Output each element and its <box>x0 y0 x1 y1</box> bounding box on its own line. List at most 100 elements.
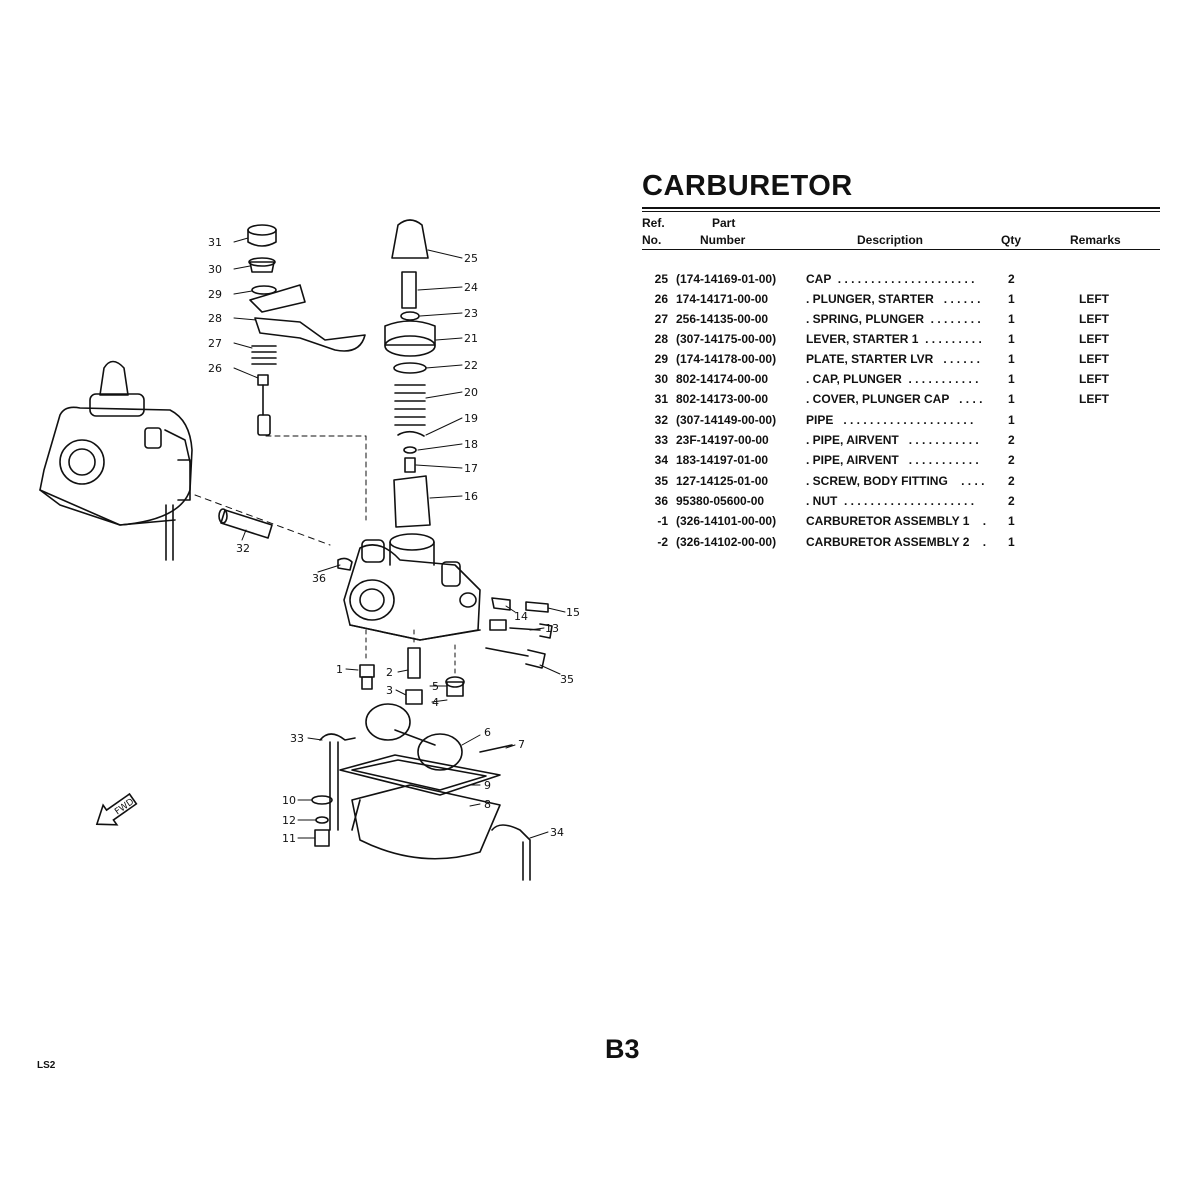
callout-21: 21 <box>464 332 478 345</box>
callout-18: 18 <box>464 438 478 451</box>
callout-5: 5 <box>432 680 439 693</box>
callout-26: 26 <box>208 362 222 375</box>
part-number: 256-14135-00-00 <box>676 312 769 326</box>
ref-no: 31 <box>654 392 668 406</box>
ref-no: 36 <box>654 494 668 508</box>
header-description: Description <box>857 233 924 247</box>
table-row: 36 95380-05600-00 . NUT . . . . . . . . … <box>642 494 1160 514</box>
description: PLATE, STARTER LVR . . . . . . <box>806 352 981 366</box>
part-number: 183-14197-01-00 <box>676 453 769 467</box>
callout-33: 33 <box>290 732 304 745</box>
description: . COVER, PLUNGER CAP . . . . <box>806 392 983 406</box>
ref-no: 27 <box>654 312 668 326</box>
qty: 1 <box>1008 312 1015 326</box>
callout-22: 22 <box>464 359 478 372</box>
qty: 2 <box>1008 433 1015 447</box>
ref-no: 34 <box>654 453 668 467</box>
ref-no: 32 <box>654 413 668 427</box>
qty: 1 <box>1008 332 1015 346</box>
callout-11: 11 <box>282 832 296 845</box>
part-number: 802-14174-00-00 <box>676 372 769 386</box>
ref-no: -2 <box>657 535 668 549</box>
title-rule <box>642 207 1160 209</box>
qty: 1 <box>1008 352 1015 366</box>
callout-34: 34 <box>550 826 564 839</box>
table-row: 31 802-14173-00-00 . COVER, PLUNGER CAP … <box>642 392 1160 412</box>
throttle-slide-parts <box>384 219 436 528</box>
callout-7: 7 <box>518 738 525 751</box>
table-row: 34 183-14197-01-00 . PIPE, AIRVENT . . .… <box>642 453 1160 473</box>
header-qty: Qty <box>1001 233 1022 247</box>
remarks: LEFT <box>1079 312 1109 326</box>
part-number: (174-14178-00-00) <box>676 352 777 366</box>
table-row: 35 127-14125-01-00 . SCREW, BODY FITTING… <box>642 474 1160 494</box>
qty: 2 <box>1008 272 1015 286</box>
page-title: CARBURETOR <box>642 170 853 202</box>
callout-15: 15 <box>566 606 580 619</box>
qty: 1 <box>1008 413 1015 427</box>
table-row: 25 (174-14169-01-00) CAP . . . . . . . .… <box>642 272 1160 292</box>
description: . PLUNGER, STARTER . . . . . . <box>806 292 981 306</box>
ref-no: 26 <box>654 292 668 306</box>
remarks: LEFT <box>1079 352 1109 366</box>
ref-no: 30 <box>654 372 668 386</box>
qty: 2 <box>1008 494 1015 508</box>
remarks: LEFT <box>1079 332 1109 346</box>
callout-12: 12 <box>282 814 296 827</box>
callout-36: 36 <box>312 572 326 585</box>
part-number: 802-14173-00-00 <box>676 392 769 406</box>
description: CAP . . . . . . . . . . . . . . . . . . … <box>806 272 975 286</box>
header-rule <box>642 249 1160 250</box>
float-bowl-drawing <box>311 703 531 881</box>
table-row: 26 174-14171-00-00 . PLUNGER, STARTER . … <box>642 292 1160 312</box>
header-ref-line1: Ref. <box>642 216 665 230</box>
callout-29: 29 <box>208 288 222 301</box>
table-row: 29 (174-14178-00-00) PLATE, STARTER LVR … <box>642 352 1160 372</box>
ref-no: 33 <box>654 433 668 447</box>
callout-25: 25 <box>464 252 478 265</box>
callout-13: 13 <box>545 622 559 635</box>
callout-2: 2 <box>386 666 393 679</box>
part-number: 174-14171-00-00 <box>676 292 769 306</box>
ref-no: 25 <box>654 272 668 286</box>
qty: 1 <box>1008 372 1015 386</box>
table-row: 33 23F-14197-00-00 . PIPE, AIRVENT . . .… <box>642 433 1160 453</box>
description: CARBURETOR ASSEMBLY 1 . <box>806 514 987 528</box>
header-part-line2: Number <box>700 233 746 247</box>
header-part-line1: Part <box>712 216 736 230</box>
part-number: (174-14169-01-00) <box>676 272 777 286</box>
ref-no: 28 <box>654 332 668 346</box>
callout-14: 14 <box>514 610 528 623</box>
part-number: (307-14175-00-00) <box>676 332 777 346</box>
qty: 1 <box>1008 514 1015 528</box>
table-row: 30 802-14174-00-00 . CAP, PLUNGER . . . … <box>642 372 1160 392</box>
part-number: 127-14125-01-00 <box>676 474 769 488</box>
description: PIPE . . . . . . . . . . . . . . . . . .… <box>806 413 974 427</box>
qty: 1 <box>1008 392 1015 406</box>
starter-plunger-parts <box>247 224 367 521</box>
exploded-parts-diagram: FWD 31 30 29 28 27 26 25 24 23 21 22 20 … <box>39 219 580 881</box>
callout-4: 4 <box>432 696 439 709</box>
header-ref-line2: No. <box>642 233 662 247</box>
title-rule-thin <box>642 211 1160 212</box>
callout-23: 23 <box>464 307 478 320</box>
part-number: (326-14102-00-00) <box>676 535 777 549</box>
callout-3: 3 <box>386 684 393 697</box>
qty: 2 <box>1008 474 1015 488</box>
description: . PIPE, AIRVENT . . . . . . . . . . . <box>806 433 979 447</box>
page-number: B3 <box>605 1034 640 1064</box>
part-number: 23F-14197-00-00 <box>676 433 769 447</box>
part-number: (307-14149-00-00) <box>676 413 777 427</box>
callout-28: 28 <box>208 312 222 325</box>
assembled-carburetor-drawing <box>39 360 193 561</box>
table-row: -2 (326-14102-00-00) CARBURETOR ASSEMBLY… <box>642 535 1160 555</box>
pipe-32-drawing <box>194 494 331 546</box>
callout-27: 27 <box>208 337 222 350</box>
callout-16: 16 <box>464 490 478 503</box>
callout-8: 8 <box>484 798 491 811</box>
table-row: -1 (326-14101-00-00) CARBURETOR ASSEMBLY… <box>642 514 1160 534</box>
qty: 1 <box>1008 535 1015 549</box>
model-code: LS2 <box>37 1060 56 1071</box>
fwd-arrow: FWD <box>95 792 138 826</box>
callout-30: 30 <box>208 263 222 276</box>
